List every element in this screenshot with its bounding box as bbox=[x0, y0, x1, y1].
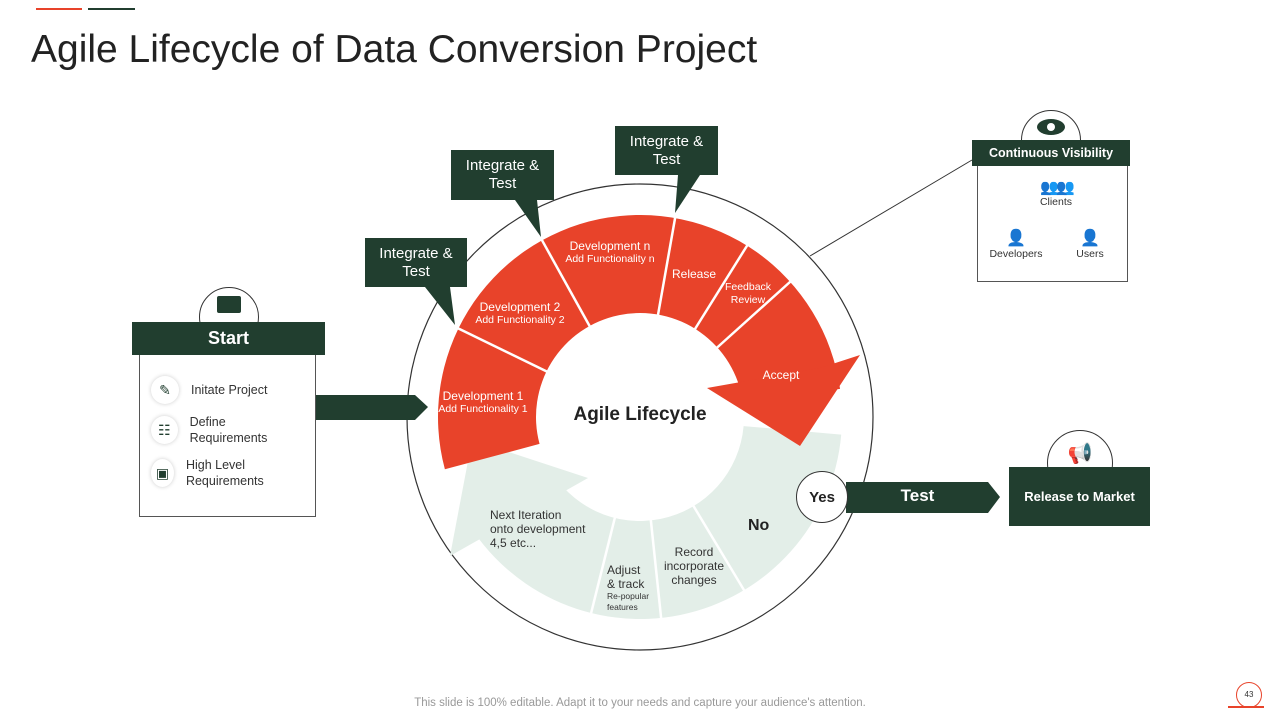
callout-integrate-test-2: Integrate & Test bbox=[465, 157, 540, 192]
segment-divider bbox=[456, 326, 549, 374]
group-icon: 👥👥 bbox=[1040, 179, 1074, 196]
progress-ring bbox=[438, 215, 841, 470]
developer-icon: 👤 bbox=[1006, 230, 1026, 247]
accent-bar-dark bbox=[88, 8, 135, 10]
developers-item: 👤Developers bbox=[984, 228, 1048, 260]
callout-integrate-test-3: Integrate & Test bbox=[629, 132, 704, 168]
footer-note: This slide is 100% editable. Adapt it to… bbox=[414, 697, 866, 709]
segment-divider bbox=[691, 503, 747, 593]
segment-divider bbox=[589, 515, 617, 616]
clients-item: 👥👥Clients bbox=[1026, 178, 1086, 208]
start-item: ▣High Level Requirements bbox=[151, 457, 301, 489]
page-number: 43 bbox=[1236, 682, 1262, 708]
return-arrowhead bbox=[450, 440, 588, 556]
callout-shape-3 bbox=[615, 126, 718, 213]
center-label: Agile Lifecycle bbox=[573, 404, 707, 425]
segment-divider bbox=[540, 237, 592, 329]
callout-shape-1 bbox=[365, 238, 467, 325]
start-arrow bbox=[316, 395, 428, 420]
segment-divider bbox=[649, 518, 663, 621]
progress-arrowhead bbox=[707, 355, 860, 446]
users-item: 👤Users bbox=[1060, 228, 1120, 260]
start-item: ✎Initate Project bbox=[151, 376, 267, 404]
requirements-icon: ☷ bbox=[151, 416, 178, 444]
start-item: ☷Define Requirements bbox=[151, 414, 301, 446]
callout-shape-2 bbox=[451, 150, 554, 237]
start-header: Start bbox=[132, 322, 325, 355]
test-arrow bbox=[846, 482, 1000, 513]
segment-accept: Accept bbox=[762, 368, 800, 382]
segment-divider bbox=[692, 243, 750, 332]
release-to-market-box: Release to Market bbox=[1009, 467, 1150, 526]
visibility-panel bbox=[977, 165, 1128, 282]
page-title: Agile Lifecycle of Data Conversion Proje… bbox=[31, 28, 758, 71]
page-number-underline bbox=[1228, 706, 1264, 708]
clipboard-icon: ▣ bbox=[151, 459, 174, 487]
callout-integrate-test-1: Integrate & Test bbox=[379, 244, 453, 280]
yes-circle: Yes bbox=[796, 471, 848, 523]
segment-divider bbox=[656, 215, 677, 317]
banner-icon bbox=[217, 296, 241, 313]
segment-release: Release bbox=[671, 267, 717, 281]
accent-bar-red bbox=[36, 8, 82, 10]
test-label: Test bbox=[900, 486, 935, 505]
segment-no: No bbox=[748, 517, 770, 534]
connector-line bbox=[809, 159, 973, 257]
document-edit-icon: ✎ bbox=[151, 376, 179, 404]
user-icon: 👤 bbox=[1080, 230, 1100, 247]
visibility-header: Continuous Visibility bbox=[972, 140, 1130, 166]
segment-divider bbox=[714, 279, 793, 350]
